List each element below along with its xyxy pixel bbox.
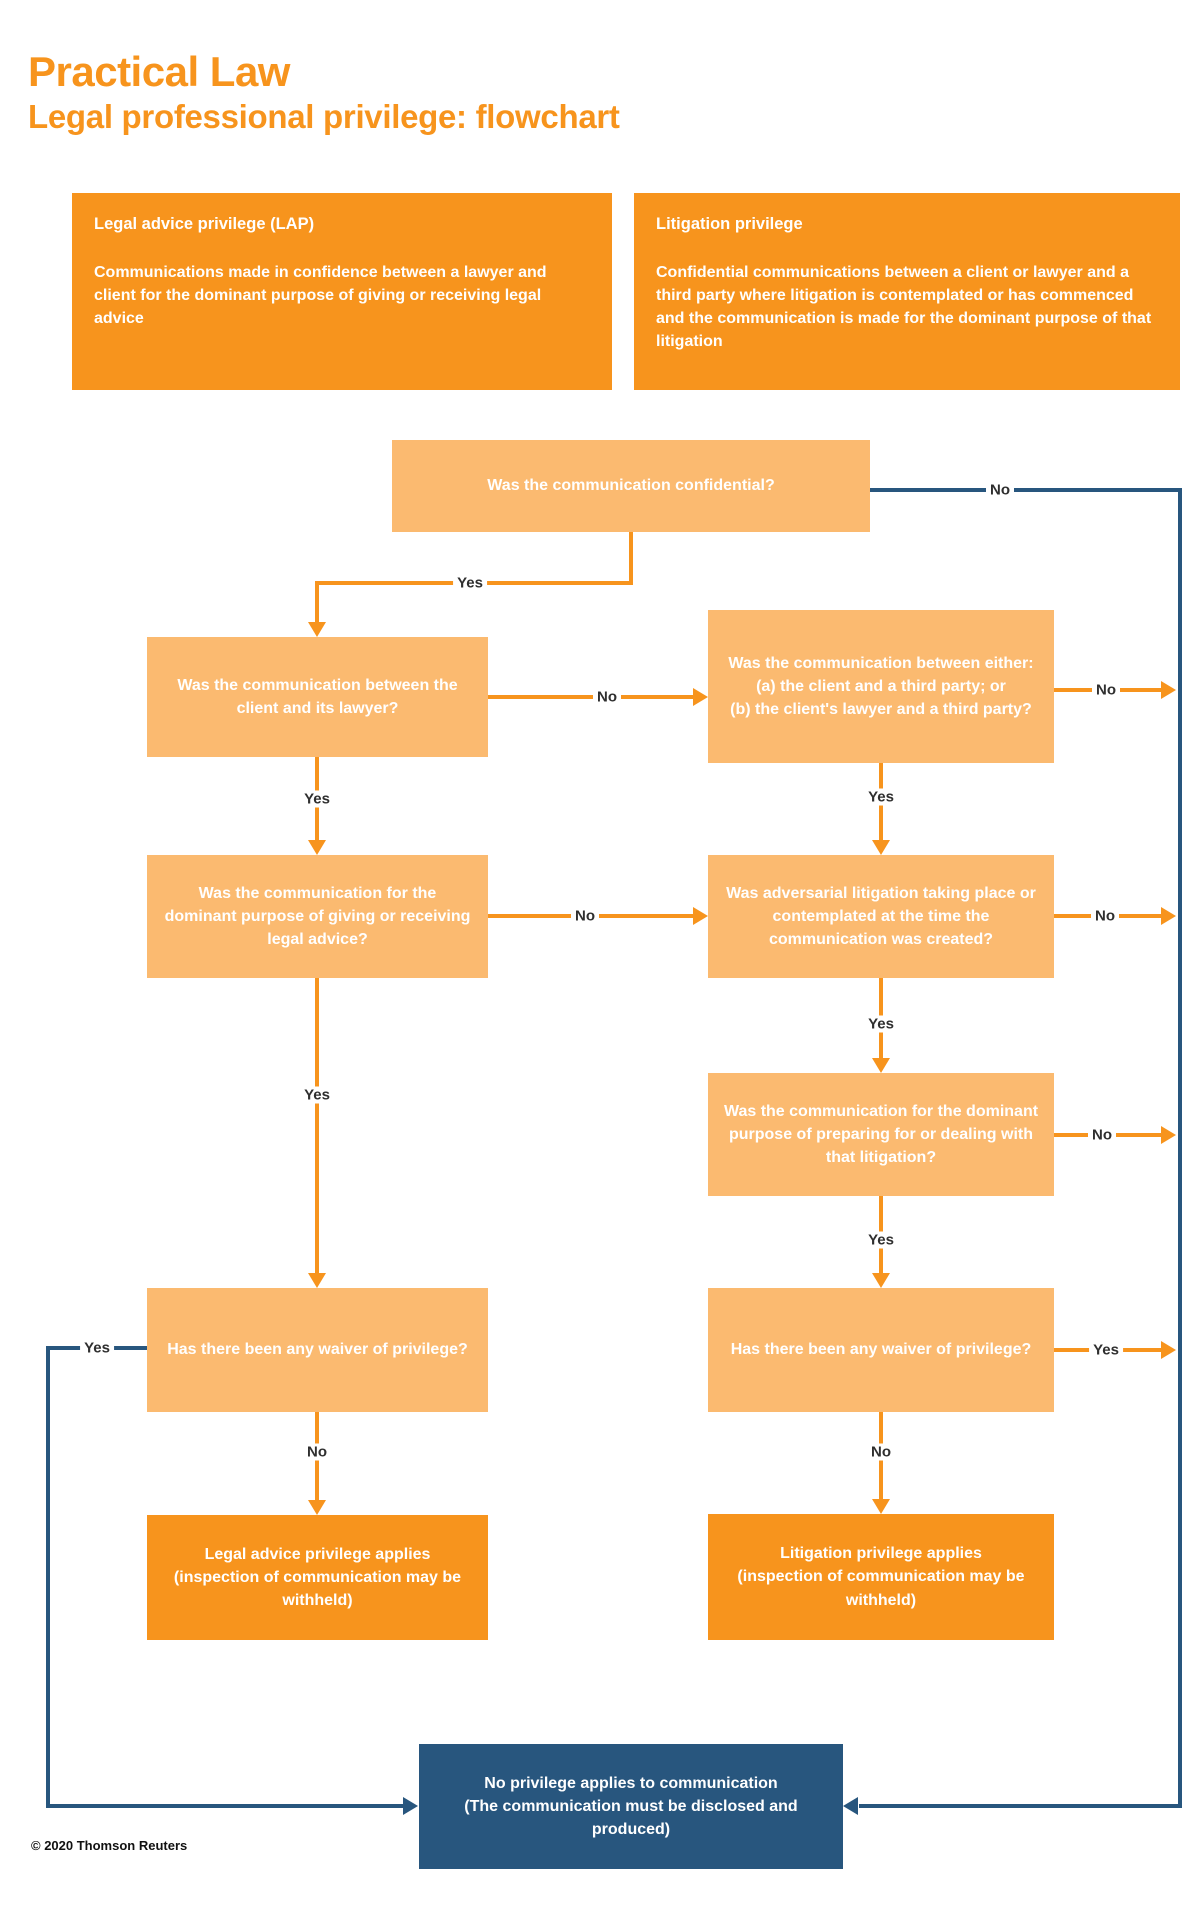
node-text: No privilege applies to communication(Th…: [464, 1774, 798, 1839]
edge-label-client-lawyer-yes: Yes: [300, 790, 334, 808]
edge-label-third-party-yes: Yes: [864, 788, 898, 806]
connector-client-lawyer-no: [488, 695, 694, 699]
arrowhead-waiver-right-yes: [1161, 1341, 1176, 1359]
arrowhead-into-client-lawyer: [308, 622, 326, 637]
copyright-notice: © 2020 Thomson Reuters: [31, 1838, 188, 1853]
node-text: Has there been any waiver of privilege?: [730, 1341, 1032, 1359]
arrowhead-into-third-party: [693, 688, 708, 706]
node-text: Was the communication confidential?: [487, 477, 775, 495]
node-text: Has there been any waiver of privilege?: [167, 1341, 468, 1359]
node-third-party: Was the communication between either:(a)…: [708, 610, 1054, 763]
connector-advice-purpose-yes: [315, 978, 319, 1274]
node-communication-confidential: Was the communication confidential?: [392, 440, 870, 532]
edge-label-waiver-left-yes: Yes: [80, 1339, 114, 1357]
definition-title-litigation: Litigation privilege: [656, 215, 803, 233]
node-text: Was the communication for the dominant p…: [164, 884, 471, 949]
node-text: Legal advice privilege applies(inspectio…: [173, 1545, 462, 1610]
arrowhead-into-no-privilege-right: [843, 1797, 858, 1815]
node-text: Was adversarial litigation taking place …: [726, 884, 1036, 949]
edge-label-advice-purpose-no: No: [571, 907, 599, 925]
arrowhead-into-advice-purpose: [308, 840, 326, 855]
edge-label-waiver-right-yes: Yes: [1089, 1341, 1123, 1359]
arrowhead-into-adversarial: [872, 840, 890, 855]
arrowhead-into-adversarial-left: [693, 907, 708, 925]
edge-label-confidential-no: No: [986, 481, 1014, 499]
connector-confidential-yes-drop: [315, 585, 319, 623]
arrowhead-third-party-no: [1161, 681, 1176, 699]
node-waiver-left: Has there been any waiver of privilege?: [147, 1288, 488, 1412]
edge-label-litigation-purpose-yes: Yes: [864, 1231, 898, 1249]
node-text: Litigation privilege applies(inspection …: [737, 1545, 1025, 1609]
definition-box-litigation-privilege: Litigation privilege Confidential commun…: [634, 193, 1180, 390]
connector-no-rail-right: [1178, 488, 1182, 1808]
node-text: Was the communication for the dominant p…: [723, 1102, 1039, 1167]
arrowhead-into-waiver-right: [872, 1273, 890, 1288]
arrowhead-adversarial-no: [1161, 907, 1176, 925]
arrowhead-into-lap-applies: [308, 1500, 326, 1515]
node-client-and-lawyer: Was the communication between the client…: [147, 637, 488, 757]
node-lap-applies: Legal advice privilege applies(inspectio…: [147, 1515, 488, 1640]
definition-body-litigation: Confidential communications between a cl…: [656, 263, 1152, 351]
connector-confidential-yes-v: [629, 532, 633, 583]
edge-label-client-lawyer-no: No: [593, 688, 621, 706]
definition-body-lap: Communications made in confidence betwee…: [94, 263, 547, 328]
node-dominant-purpose-litigation: Was the communication for the dominant p…: [708, 1073, 1054, 1196]
node-text: Was the communication between either:(a)…: [728, 654, 1034, 719]
edge-label-confidential-yes: Yes: [453, 574, 487, 592]
page-title: Legal professional privilege: flowchart: [28, 98, 620, 135]
node-litigation-applies: Litigation privilege applies(inspection …: [708, 1514, 1054, 1640]
edge-label-adversarial-no: No: [1091, 907, 1119, 925]
node-adversarial-litigation: Was adversarial litigation taking place …: [708, 855, 1054, 978]
definition-box-legal-advice-privilege: Legal advice privilege (LAP) Communicati…: [72, 193, 612, 390]
node-no-privilege: No privilege applies to communication(Th…: [419, 1744, 843, 1869]
connector-no-rail-left: [46, 1346, 50, 1808]
edge-label-third-party-no: No: [1092, 681, 1120, 699]
arrowhead-litigation-purpose-no: [1161, 1126, 1176, 1144]
arrowhead-into-litigation-applies: [872, 1499, 890, 1514]
edge-label-adversarial-yes: Yes: [864, 1015, 898, 1033]
connector-rail-left-to-no-privilege: [48, 1804, 403, 1808]
edge-label-advice-purpose-yes: Yes: [300, 1086, 334, 1104]
edge-label-waiver-left-no: No: [303, 1443, 331, 1461]
arrowhead-into-waiver-left: [308, 1273, 326, 1288]
connector-confidential-no: [870, 488, 1182, 492]
edge-label-litigation-purpose-no: No: [1088, 1126, 1116, 1144]
connector-rail-right-to-no-privilege: [859, 1804, 1182, 1808]
node-waiver-right: Has there been any waiver of privilege?: [708, 1288, 1054, 1412]
brand-title: Practical Law: [28, 48, 290, 95]
node-text: Was the communication between the client…: [177, 676, 458, 717]
edge-label-waiver-right-no: No: [867, 1443, 895, 1461]
definition-title-lap: Legal advice privilege (LAP): [94, 215, 315, 233]
arrowhead-into-no-privilege-left: [403, 1797, 418, 1815]
node-dominant-purpose-advice: Was the communication for the dominant p…: [147, 855, 488, 978]
arrowhead-into-litigation-purpose: [872, 1058, 890, 1073]
